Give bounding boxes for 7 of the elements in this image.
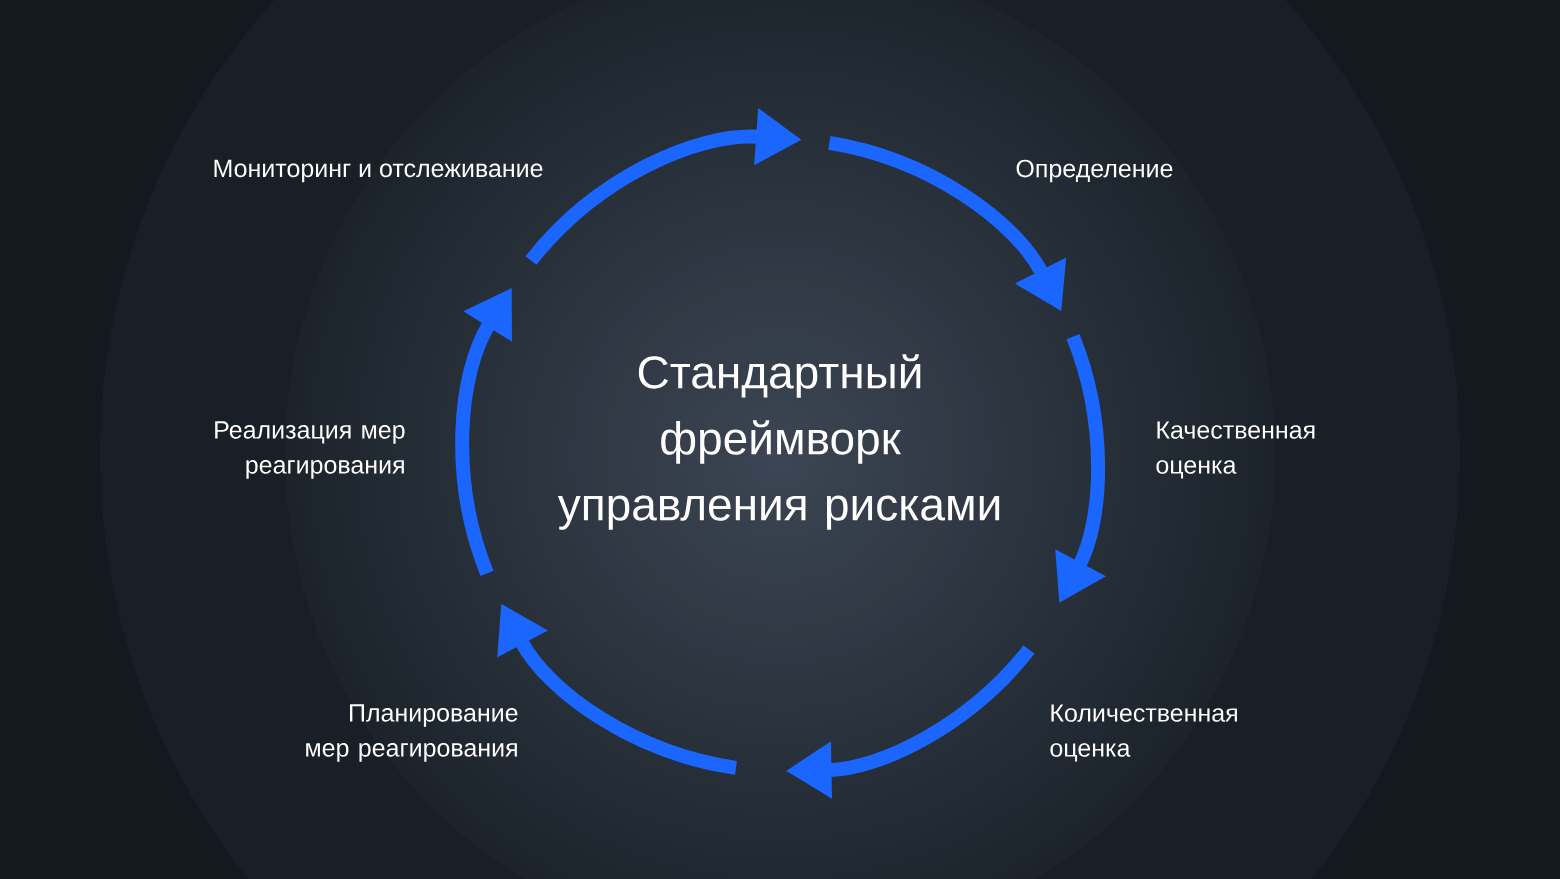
stage-label: Реализация мер реагирования bbox=[215, 421, 405, 479]
stage-label: Мониторинг и отслеживание bbox=[214, 159, 543, 183]
stage-label: Количественная оценка bbox=[1050, 704, 1237, 762]
center-title: Стандартный фреймворк управления рисками bbox=[557, 354, 1000, 530]
stage-label: Качественная оценка bbox=[1156, 421, 1315, 479]
stage-label: Определение bbox=[1016, 159, 1173, 183]
stage-label: Планирование мер реагирования bbox=[306, 704, 518, 762]
